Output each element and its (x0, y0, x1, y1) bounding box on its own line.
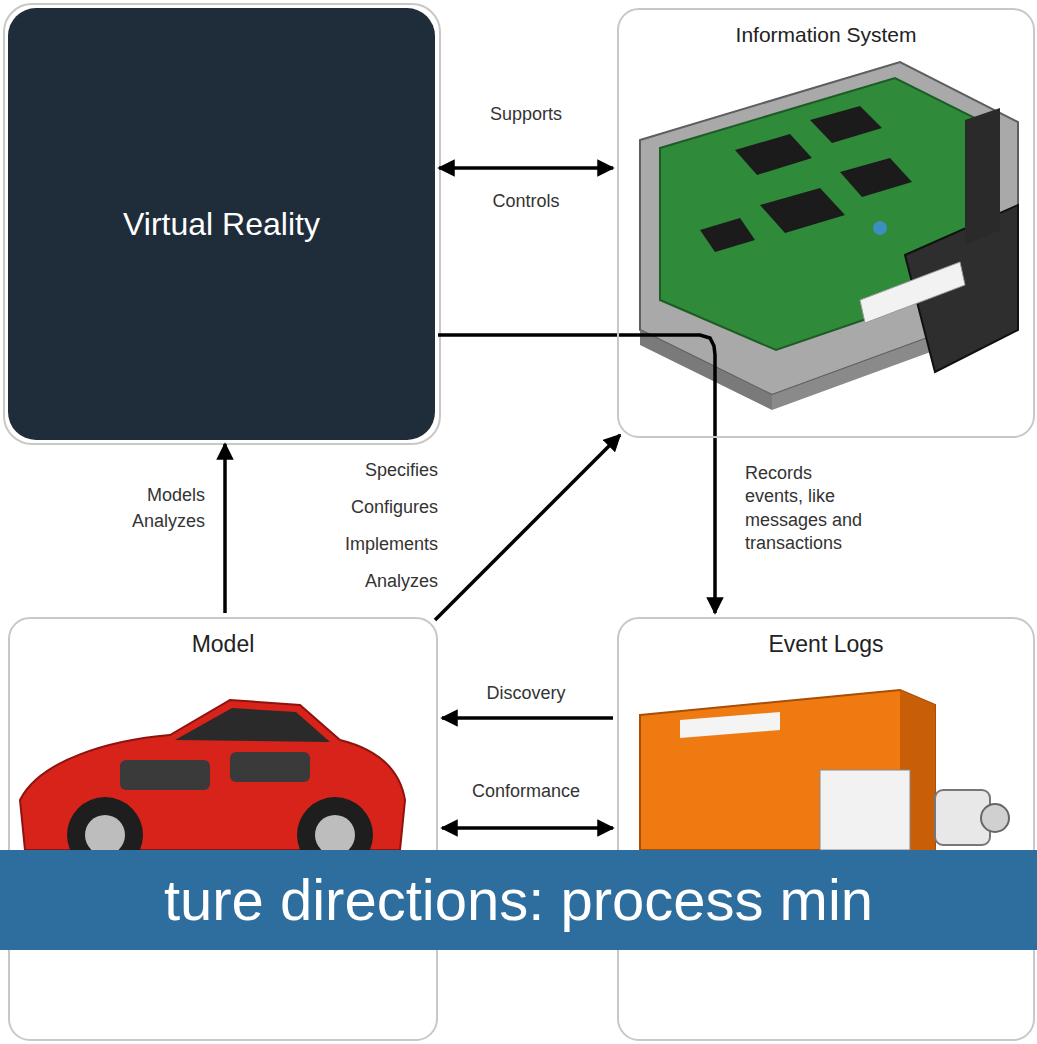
node-title: ture directions: process min (164, 865, 873, 935)
arrow-connector (438, 335, 715, 613)
edge-label: Records events, like messages and transa… (745, 462, 873, 556)
node-title: Model (192, 631, 255, 659)
edge-label: Conformance (446, 780, 606, 803)
car-picture (20, 700, 405, 873)
information-system-box: Information System (617, 8, 1035, 438)
world-outline (4, 4, 440, 444)
virtual-reality-box: Virtual Reality (8, 8, 435, 440)
flight-recorder-picture (640, 690, 1009, 850)
model-box: Model (8, 617, 438, 1041)
node-title: Virtual Reality (123, 205, 320, 243)
arrow-connector (442, 716, 613, 720)
edge-label: Specifies Configures Implements Analyzes (318, 452, 438, 600)
edge-label: Controls (446, 190, 606, 213)
node-title: Event Logs (768, 631, 883, 659)
arrow-connector (442, 826, 613, 830)
arrow-connector (435, 435, 620, 620)
edge-label: Models Analyzes (85, 482, 205, 534)
arrow-connector (223, 444, 227, 613)
event-logs-box: Event Logs (617, 617, 1035, 1041)
node-title: Information System (736, 22, 917, 47)
edge-label: Discovery (446, 682, 606, 705)
control-unit-picture (640, 62, 1018, 410)
title-banner: ture directions: process min (0, 850, 1037, 950)
arrow-connector (439, 166, 613, 170)
edge-label: Supports (446, 103, 606, 126)
